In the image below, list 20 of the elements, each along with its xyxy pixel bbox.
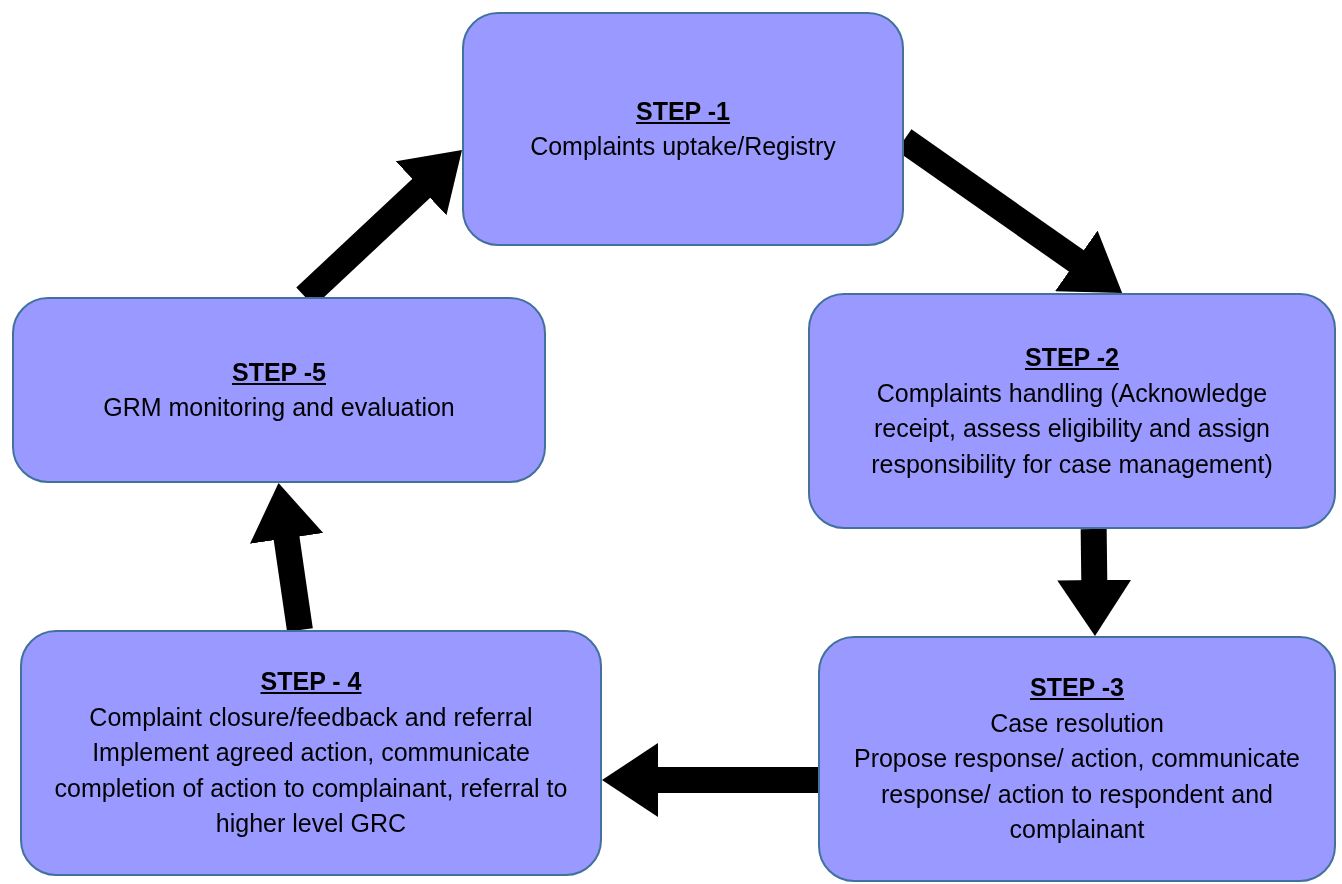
block-arrow	[1057, 528, 1132, 636]
step-heading: STEP -3	[1030, 672, 1124, 704]
step-description: Complaints uptake/Registry	[530, 131, 836, 162]
step-heading: STEP -1	[636, 95, 730, 127]
step-box	[12, 297, 546, 483]
step-heading: STEP -2	[1025, 342, 1119, 373]
step-description: Complaints handling (Acknowledge receipt, assess eligibility and assign responsibility for case management)	[870, 377, 1274, 480]
step-box	[818, 636, 1336, 882]
step-description: Case resolution	[990, 707, 1164, 739]
step-description: GRM monitoring and evaluation	[103, 392, 455, 423]
step-box	[462, 12, 904, 246]
block-arrow	[250, 483, 324, 632]
step-box	[20, 630, 602, 876]
step-description: Complaint closure/feedback and referral	[89, 701, 533, 733]
step-description: Propose response/ action, communicate response/ action to respondent and complainant	[852, 743, 1302, 846]
step-heading: STEP - 4	[260, 666, 362, 698]
step-box	[808, 293, 1336, 529]
block-arrow	[602, 743, 818, 817]
step-heading: STEP -5	[232, 356, 326, 388]
step-description: Implement agreed action, communicate completion of action to complainant, referral to higher level GRC	[53, 737, 569, 840]
